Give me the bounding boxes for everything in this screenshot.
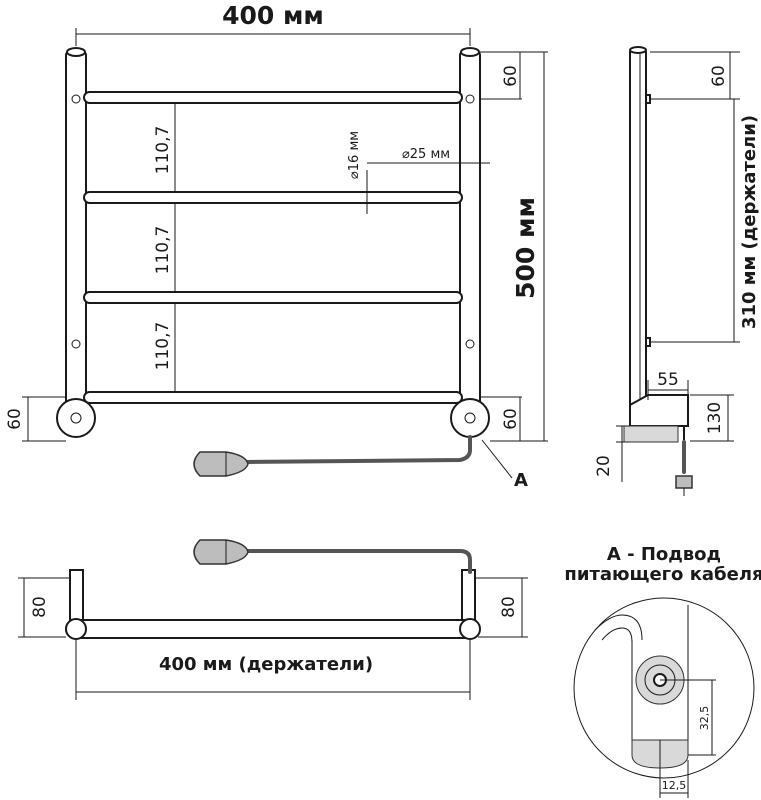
side-view: 60 310 мм (держатели) 55 130 20 [594,46,760,496]
rail-diameter-label: ⌀16 мм [347,131,362,179]
top-left-mount [69,569,84,621]
right-post-cap [460,47,480,57]
top-rail [65,619,479,639]
holder-screw [465,339,475,349]
plug-icon [193,451,249,477]
top-right-post [459,618,481,640]
detail-vertical-dim: 32,5 [698,706,711,731]
side-post [629,49,647,427]
side-base [623,425,679,443]
detail-a: А - Подвод питающего кабеля 32,5 12,5 [564,544,761,798]
holders-width-label: 400 мм (держатели) [159,654,373,675]
top-right-height-label: 80 [499,596,519,618]
left-bottom-cap [56,398,96,438]
rail-3 [83,291,463,304]
top-offset-label: 60 [501,65,521,87]
right-bottom-cap [450,398,490,438]
detail-title-line2: питающего кабеля [564,564,761,585]
front-view: 400 мм 60 500 мм 60 60 110,7 110,7 110,7… [5,1,548,491]
detail-circle [573,597,755,779]
power-cable [243,435,472,464]
top-view: 80 80 400 мм (держатели) [18,539,528,700]
callout-letter: A [514,470,528,491]
side-top-offset-label: 60 [709,65,729,87]
right-post [459,51,481,428]
holder-screw [465,94,475,104]
callout-leader [481,439,513,479]
top-plug-icon [193,539,249,565]
spacing-2-label: 110,7 [153,226,173,275]
bottom-offset-right-label: 60 [501,408,521,430]
side-holder-distance-label: 310 мм (держатели) [739,115,760,329]
side-plug-icon [675,475,693,489]
side-post-cap [629,46,647,54]
rail-2 [83,191,463,204]
top-right-mount [461,569,476,621]
left-cap-center [70,412,82,424]
spacing-1-label: 110,7 [153,126,173,175]
detail-horizontal-dim: 12,5 [662,779,687,792]
top-cable [243,549,472,574]
top-left-height-label: 80 [30,596,50,618]
holder-screw [71,94,81,104]
side-bottom-offset-label: 20 [594,455,614,477]
side-holder-bottom [645,337,651,347]
side-bottom-block [629,394,689,427]
width-label: 400 мм [222,1,324,30]
rail-4 [83,391,463,404]
right-cap-center [464,412,476,424]
post-diameter-label: ⌀25 мм [402,147,450,162]
side-holder-top [645,94,651,104]
bottom-offset-left-label: 60 [5,408,25,430]
holder-screw [71,339,81,349]
left-post-cap [66,47,86,57]
top-left-post [65,618,87,640]
spacing-3-label: 110,7 [153,322,173,371]
detail-title-line1: А - Подвод [607,544,721,565]
rail-1 [83,91,463,104]
side-depth-label: 55 [657,370,679,390]
side-lower-height-label: 130 [705,402,725,434]
height-label: 500 мм [511,197,540,299]
left-post [65,51,87,428]
